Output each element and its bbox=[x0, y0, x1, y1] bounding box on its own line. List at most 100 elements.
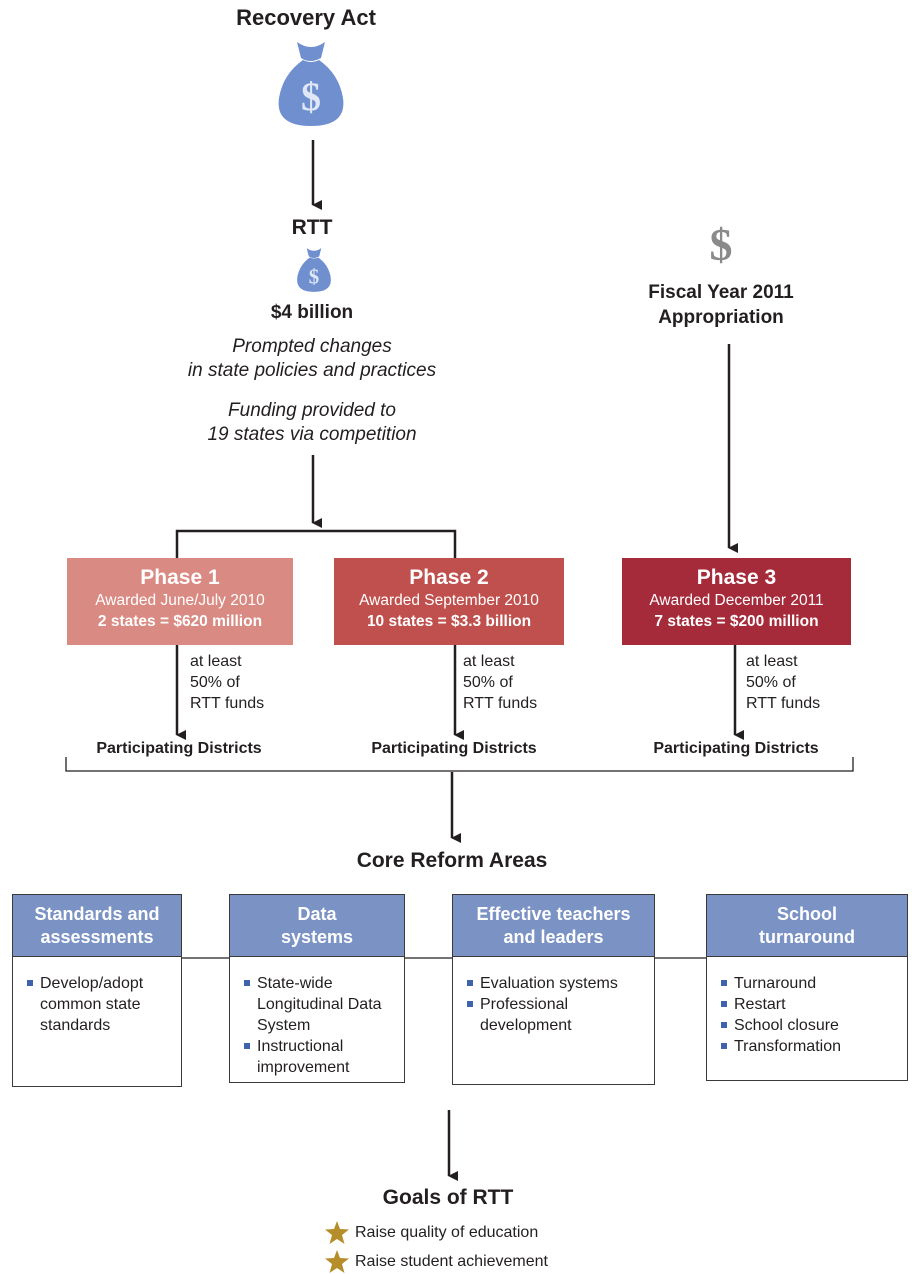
funds-note-line: RTT funds bbox=[190, 695, 265, 712]
bullet-square-icon bbox=[721, 1001, 727, 1007]
bullet-square-icon bbox=[721, 980, 727, 986]
list-item: Turnaround bbox=[721, 973, 899, 994]
participating-districts-label: Participating Districts bbox=[653, 740, 819, 757]
list-item: School closure bbox=[721, 1015, 899, 1036]
core-area-effective-teachers: Effective teachers and leaders Evaluatio… bbox=[452, 894, 655, 1085]
districts-bracket bbox=[65, 757, 854, 772]
bullet-square-icon bbox=[467, 1001, 473, 1007]
list-item: Restart bbox=[721, 994, 899, 1015]
core-area-list: Turnaround Restart School closure Transf… bbox=[707, 957, 907, 1057]
bullet-square-icon bbox=[27, 980, 33, 986]
core-area-data-systems: Data systems State-wide Longitudinal Dat… bbox=[229, 894, 405, 1083]
core-area-header: Effective teachers and leaders bbox=[453, 895, 654, 957]
core-area-list: Evaluation systems Professional developm… bbox=[453, 957, 654, 1036]
phase-3-box: Phase 3 Awarded December 2011 7 states =… bbox=[622, 558, 851, 645]
rtt-note-line: Funding provided to bbox=[228, 400, 396, 421]
phase-awarded: Awarded December 2011 bbox=[649, 592, 824, 609]
money-bag-icon: $ bbox=[278, 42, 344, 126]
list-item-text: Professional development bbox=[480, 996, 572, 1034]
bullet-square-icon bbox=[721, 1022, 727, 1028]
participating-districts-label: Participating Districts bbox=[371, 740, 537, 757]
core-area-title-line: Standards and bbox=[34, 904, 160, 924]
rtt-note-line: in state policies and practices bbox=[187, 360, 437, 381]
star-icon bbox=[325, 1221, 349, 1244]
svg-text:$: $ bbox=[301, 74, 321, 119]
list-item-text: State-wide Longitudinal Data System bbox=[257, 975, 382, 1034]
core-area-title-line: Effective teachers bbox=[476, 904, 631, 924]
money-bag-icon: $ bbox=[297, 248, 331, 292]
core-area-header: School turnaround bbox=[707, 895, 907, 957]
goal-item: Raise student achievement bbox=[325, 1250, 548, 1273]
bullet-square-icon bbox=[721, 1043, 727, 1049]
funds-note-line: at least bbox=[463, 653, 515, 670]
funds-note-line: 50% of bbox=[190, 674, 240, 691]
list-item-text: Transformation bbox=[734, 1038, 841, 1055]
rtt-note-line: Prompted changes bbox=[232, 336, 392, 357]
phase-title: Phase 1 bbox=[140, 566, 220, 589]
phase-title: Phase 3 bbox=[696, 566, 777, 589]
goal-text: Raise student achievement bbox=[355, 1252, 548, 1270]
core-area-header: Data systems bbox=[230, 895, 404, 957]
goal-item: Raise quality of education bbox=[325, 1221, 538, 1244]
participating-districts-label: Participating Districts bbox=[96, 740, 262, 757]
funds-note: at least 50% of RTT funds bbox=[746, 651, 820, 714]
list-item-text: Restart bbox=[734, 996, 786, 1013]
star-icon bbox=[325, 1250, 349, 1273]
funds-note-line: RTT funds bbox=[746, 695, 821, 712]
phase-awarded: Awarded June/July 2010 bbox=[95, 592, 265, 609]
core-area-list: Develop/adopt common state standards bbox=[13, 957, 181, 1036]
bullet-square-icon bbox=[467, 980, 473, 986]
list-item: Develop/adopt common state standards bbox=[27, 973, 173, 1036]
phase-amount: 7 states = $200 million bbox=[654, 613, 819, 630]
core-area-header: Standards and assessments bbox=[13, 895, 181, 957]
core-area-standards: Standards and assessments Develop/adopt … bbox=[12, 894, 182, 1087]
list-item-text: School closure bbox=[734, 1017, 839, 1034]
phase-amount: 10 states = $3.3 billion bbox=[366, 613, 532, 630]
bullet-square-icon bbox=[244, 1043, 250, 1049]
list-item: Professional development bbox=[467, 994, 646, 1036]
list-item: Instructional improvement bbox=[244, 1036, 396, 1078]
core-area-title-line: turnaround bbox=[759, 927, 855, 947]
funds-note-line: at least bbox=[190, 653, 242, 670]
list-item-text: Develop/adopt common state standards bbox=[40, 975, 144, 1034]
rtt-note-funding: Funding provided to 19 states via compet… bbox=[132, 399, 492, 447]
goals-title: Goals of RTT bbox=[382, 1186, 514, 1209]
list-item: Transformation bbox=[721, 1036, 899, 1057]
phase-amount: 2 states = $620 million bbox=[97, 613, 263, 630]
list-item-text: Turnaround bbox=[734, 975, 817, 992]
phase-title: Phase 2 bbox=[409, 566, 489, 589]
funds-note-line: 50% of bbox=[746, 674, 796, 691]
rtt-amount: $4 billion bbox=[270, 302, 354, 323]
list-item: Evaluation systems bbox=[467, 973, 646, 994]
core-area-title-line: assessments bbox=[40, 927, 154, 947]
funds-note: at least 50% of RTT funds bbox=[463, 651, 537, 714]
bullet-square-icon bbox=[244, 980, 250, 986]
rtt-note-changes: Prompted changes in state policies and p… bbox=[132, 335, 492, 383]
list-item: State-wide Longitudinal Data System bbox=[244, 973, 396, 1036]
rtt-label: RTT bbox=[291, 216, 333, 239]
phase-2-box: Phase 2 Awarded September 2010 10 states… bbox=[334, 558, 564, 645]
core-area-title-line: School bbox=[776, 904, 837, 924]
list-item-text: Instructional improvement bbox=[257, 1038, 350, 1076]
list-item-text: Evaluation systems bbox=[480, 975, 618, 992]
funds-note: at least 50% of RTT funds bbox=[190, 651, 264, 714]
svg-text:$: $ bbox=[309, 265, 319, 289]
dollar-sign-icon: $ bbox=[709, 219, 733, 270]
core-area-title-line: Data bbox=[297, 904, 337, 924]
funds-note-line: RTT funds bbox=[463, 695, 538, 712]
phase-1-box: Phase 1 Awarded June/July 2010 2 states … bbox=[67, 558, 293, 645]
core-area-title-line: and leaders bbox=[503, 927, 604, 947]
funds-note-line: 50% of bbox=[463, 674, 513, 691]
core-area-title-line: systems bbox=[280, 927, 354, 947]
core-area-school-turnaround: School turnaround Turnaround Restart Sch… bbox=[706, 894, 908, 1081]
phase-awarded: Awarded September 2010 bbox=[359, 592, 539, 609]
rtt-note-line: 19 states via competition bbox=[207, 424, 417, 445]
core-reform-title: Core Reform Areas bbox=[356, 849, 548, 872]
core-area-list: State-wide Longitudinal Data System Inst… bbox=[230, 957, 404, 1078]
fiscal-year-line: Fiscal Year 2011 bbox=[648, 282, 794, 303]
funds-note-line: at least bbox=[746, 653, 798, 670]
fiscal-year-title: Fiscal Year 2011 Appropriation bbox=[606, 280, 836, 330]
goal-text: Raise quality of education bbox=[355, 1223, 539, 1241]
recovery-act-title: Recovery Act bbox=[236, 5, 376, 30]
